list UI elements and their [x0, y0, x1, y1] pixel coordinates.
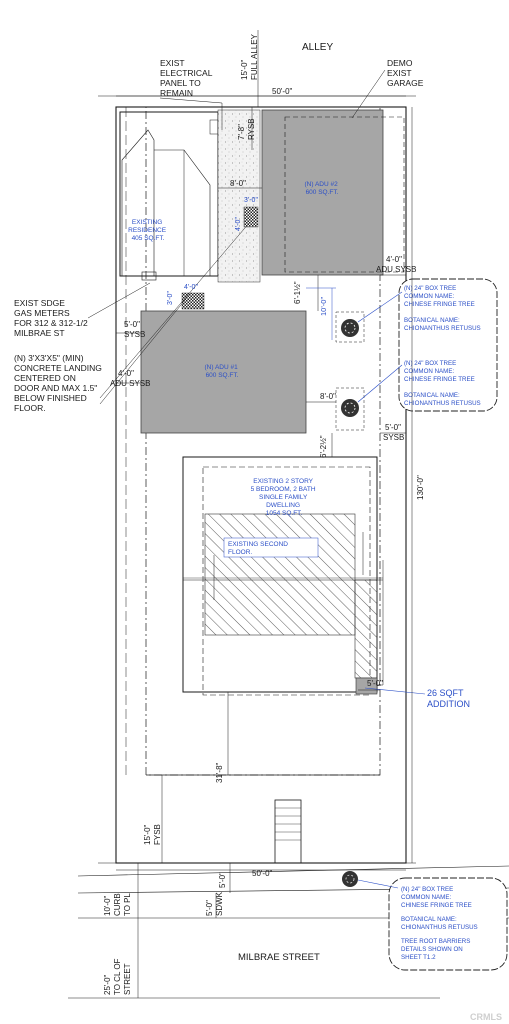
main-dwelling-label: EXISTING 2 STORY 5 BEDROOM, 2 BATH SINGL… [251, 478, 318, 517]
dim-adu-sysb-left: 4'-0" ADU SYSB [110, 369, 150, 388]
landing-leader-2 [99, 299, 186, 405]
existing-residence: EXISTING RESIDENCE 405 SQ.FT. [119, 111, 219, 281]
concrete-strip [217, 109, 261, 283]
dim-gap-8-0: 8'-0" [230, 179, 246, 188]
dim-right-sysb: 5'-0" SYSB [383, 423, 404, 442]
second-floor-label: EXISTING SECOND FLOOR. [228, 541, 290, 556]
dim-pad-3-0-b: 3'-0" [167, 291, 174, 305]
dim-tree-10-0: 10'-0" [319, 297, 328, 316]
dim-31-8: 31'-8" [215, 762, 224, 783]
tree-1-leader [357, 291, 403, 323]
dim-tree-8-0: 8'-0" [320, 392, 336, 401]
electrical-callout: EXIST ELECTRICAL PANEL TO REMAIN [160, 58, 215, 98]
dim-street-cl: 25'-0" TO CL OF STREET [103, 956, 132, 995]
adu2-label: (N) ADU #2 600 SQ.FT. [304, 181, 339, 196]
adu-1: (N) ADU #1 600 SQ.FT. [140, 292, 307, 434]
landing-pad-front [181, 292, 205, 310]
gas-leader [87, 282, 151, 319]
dim-lot-width-top: 50'-0" [272, 87, 293, 96]
main-dwelling: EXISTING 2 STORY 5 BEDROOM, 2 BATH SINGL… [182, 456, 384, 696]
adu1-label: (N) ADU #1 600 SQ.FT. [204, 364, 239, 379]
addition-callout: 26 SQFT ADDITION [427, 688, 470, 709]
front-steps [274, 799, 302, 864]
tree-3-callout: (N) 24" BOX TREE COMMON NAME: CHINESE FR… [401, 886, 479, 961]
dim-sep-6-2-1-2: 6'-2½" [319, 435, 328, 458]
tree-1-cloud [398, 278, 498, 412]
dim-pad-4-0-a: 4'-0" [235, 217, 242, 231]
dim-sdwk-5-0: 5'-0" [218, 872, 227, 888]
tree-3-symbol [342, 871, 358, 887]
dimension-lines [116, 30, 413, 998]
dim-lot-width-bottom: 50'-0" [252, 869, 273, 878]
dim-pad-3-0-a: 3'-0" [244, 197, 258, 204]
electrical-leader [159, 97, 223, 130]
dim-sdwk: 5'-0" SDWK [205, 891, 224, 916]
tree-2-leader [357, 364, 403, 403]
tree-3-leader [357, 879, 399, 889]
tree-1-callout: (N) 24" BOX TREE COMMON NAME: CHINESE FR… [404, 285, 481, 332]
dim-pad-4-0-b: 4'-0" [184, 284, 198, 291]
landing-callout: (N) 3'X3'X5" (MIN) CONCRETE LANDING CENT… [14, 353, 104, 413]
tree-3-cloud [388, 877, 508, 971]
dim-curb: 10'-0" CURB TO PL [103, 891, 132, 916]
setback-lines [125, 106, 381, 776]
adu-2: (N) ADU #2 600 SQ.FT. [261, 109, 405, 276]
dim-adu-sysb: 4'-0" ADU SYSB [376, 255, 416, 274]
garage-leader [351, 69, 386, 119]
dim-add-5-0: 5'-0" [367, 679, 383, 688]
dim-rysb: 7'-8" RYSB [237, 118, 256, 140]
street-label: MILBRAE STREET [238, 952, 320, 963]
watermark: CRMLS [470, 1012, 502, 1022]
residence-label: EXISTING RESIDENCE 405 SQ.FT. [128, 219, 168, 242]
dim-full-alley: 15'-0" FULL ALLEY [240, 33, 259, 80]
tree-1-symbol [335, 311, 365, 343]
addition-leader [364, 687, 426, 695]
dim-fysb: 15'-0" FYSB [143, 822, 162, 845]
landing-leader-1 [99, 221, 251, 399]
landing-pad-rear [243, 206, 259, 228]
alley-label: ALLEY [302, 42, 333, 53]
tree-2-callout: (N) 24" BOX TREE COMMON NAME: CHINESE FR… [404, 360, 481, 407]
dim-left-sysb: 5'-0" SYSB [124, 320, 145, 339]
dim-lot-depth: 130'-0" [416, 475, 425, 500]
tree-2-symbol [335, 387, 365, 431]
garage-callout: DEMO EXIST GARAGE [387, 58, 424, 88]
dim-sep-6-1-2: 6'-1½" [293, 281, 302, 304]
gas-callout: EXIST SDGE GAS METERS FOR 312 & 312-1/2 … [14, 298, 90, 338]
